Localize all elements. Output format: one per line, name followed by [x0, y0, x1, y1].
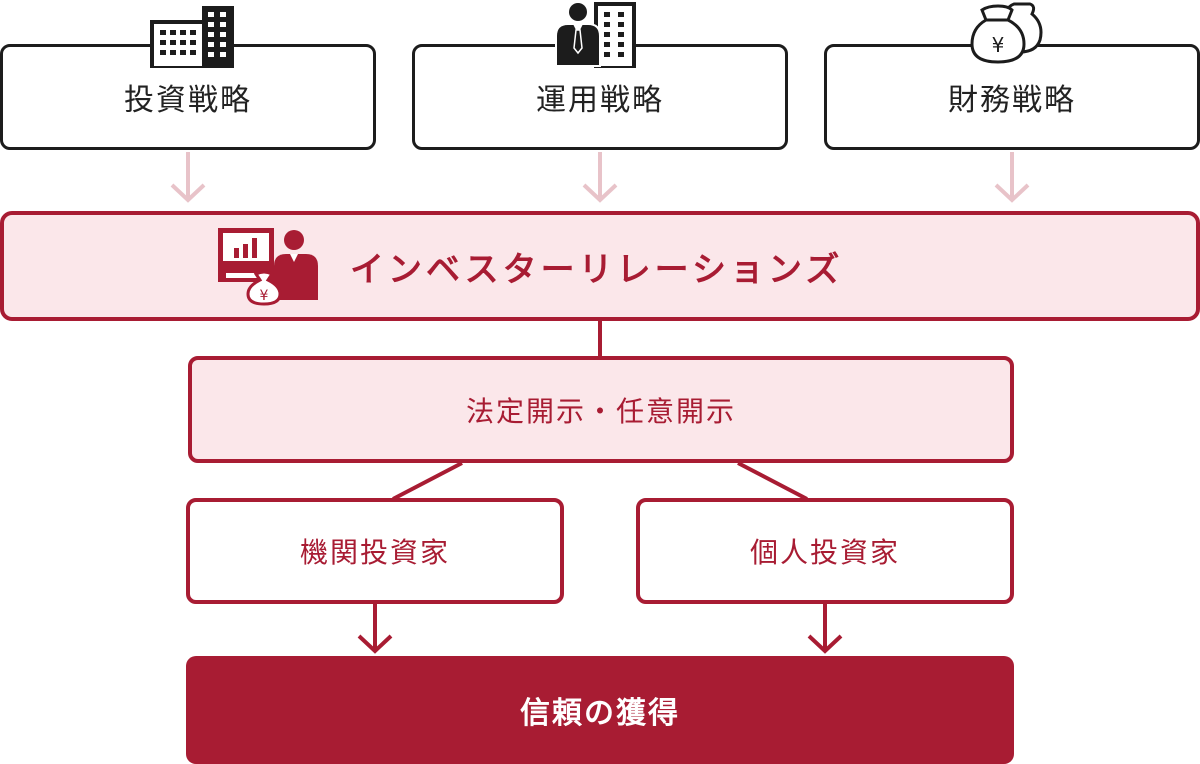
investment-strategy-box: 投資戦略: [0, 44, 376, 150]
ir-yen-symbol: ¥: [260, 288, 269, 304]
disclosure-to-individual-line: [737, 461, 808, 501]
gaining-trust-box: 信頼の獲得: [186, 656, 1014, 764]
investor-relations-box: インベスターリレーションズ: [0, 211, 1200, 321]
disclosure-box: 法定開示・任意開示: [188, 356, 1014, 463]
institutional-investors-box: 機関投資家: [186, 498, 564, 604]
individual-investors-box: 個人投資家: [636, 498, 1014, 604]
strategy-arrow: [994, 152, 1030, 203]
yen-symbol: ¥: [992, 33, 1005, 57]
individual-investors-label: 個人投資家: [749, 536, 900, 569]
office-building-icon: [150, 6, 234, 68]
investment-strategy-label: 投資戦略: [124, 83, 252, 118]
businessman-building-icon: [555, 2, 636, 68]
disclosure-to-institutional-line: [392, 461, 463, 501]
gaining-trust-label: 信頼の獲得: [520, 696, 680, 731]
yen-money-bags-icon: ¥: [970, 2, 1043, 64]
strategy-arrow: [170, 152, 206, 203]
presenter-with-chart-icon: ¥: [218, 228, 318, 306]
operation-strategy-label: 運用戦略: [536, 83, 664, 118]
disclosure-label: 法定開示・任意開示: [465, 394, 736, 428]
institutional-to-trust-arrow: [357, 604, 393, 654]
individual-to-trust-arrow: [807, 604, 843, 654]
investor-relations-label: インベスターリレーションズ: [350, 249, 844, 290]
finance-strategy-label: 財務戦略: [948, 83, 1076, 118]
strategy-arrow: [582, 152, 618, 203]
institutional-investors-label: 機関投資家: [299, 536, 450, 569]
